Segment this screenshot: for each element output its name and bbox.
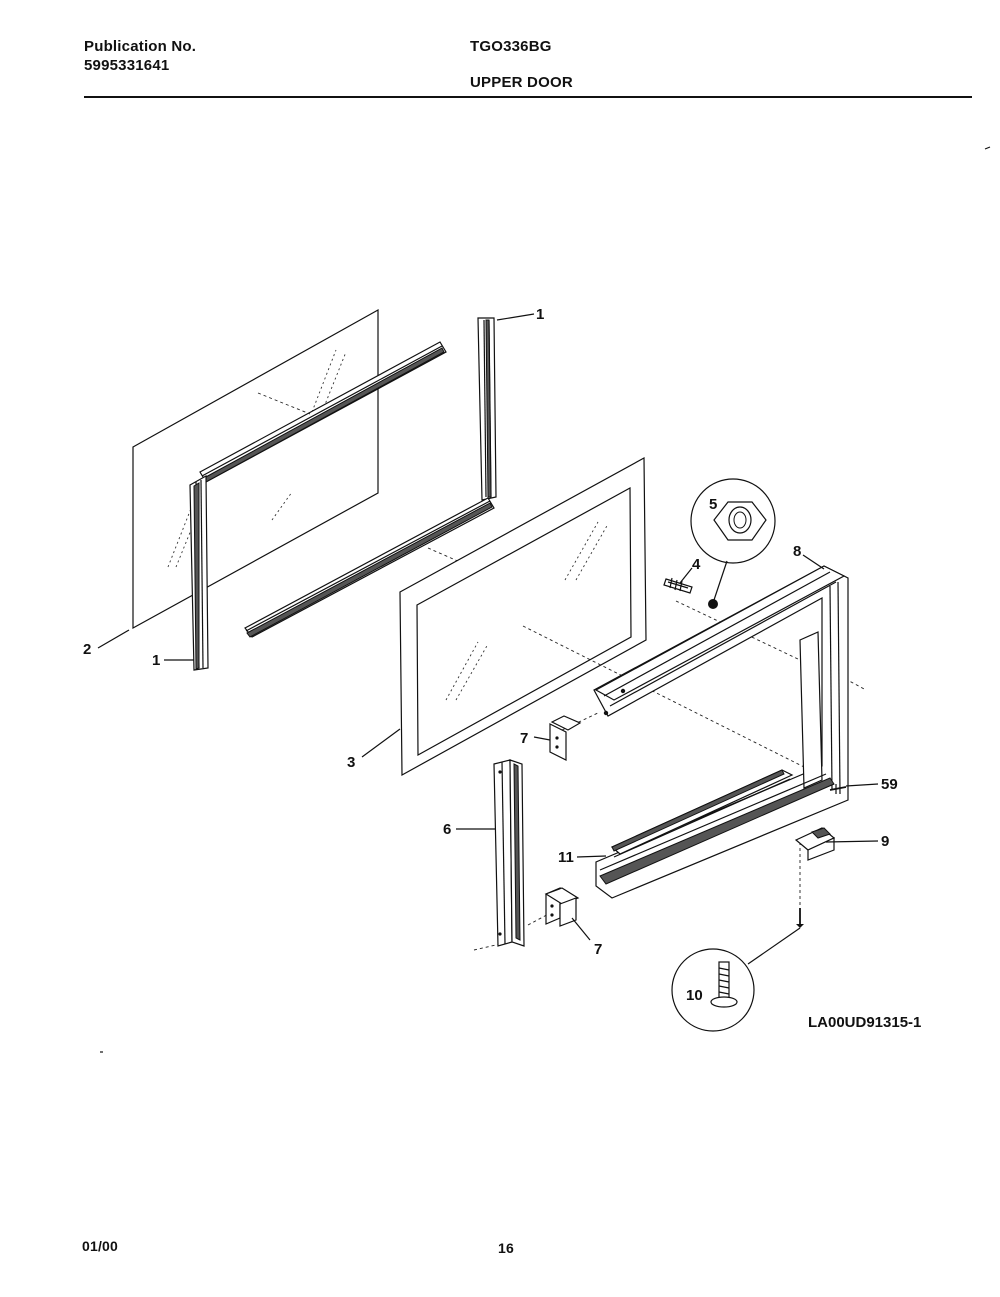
callout-7-upper: 7 xyxy=(520,730,528,747)
bracket-upper xyxy=(549,715,582,761)
glass-channel-left xyxy=(189,474,209,671)
screw-59 xyxy=(829,784,847,794)
callout-10: 10 xyxy=(686,987,703,1004)
callout-4: 4 xyxy=(692,556,701,573)
bolt-detail-callout xyxy=(671,927,801,1032)
alignment-line-center xyxy=(522,625,821,776)
bracket-lower xyxy=(544,887,580,927)
model-number: TGO336BG xyxy=(470,38,552,55)
callout-59: 59 xyxy=(881,776,898,793)
screw xyxy=(663,577,693,594)
leader-lines xyxy=(97,313,879,941)
alignment-line-right xyxy=(839,675,867,691)
drawing-code: LA00UD91315-1 xyxy=(808,1014,921,1031)
callout-3: 3 xyxy=(347,754,355,771)
glass-channel-bottom xyxy=(244,497,495,638)
callout-1-left: 1 xyxy=(152,652,160,669)
inner-window-assembly xyxy=(399,456,647,777)
clip xyxy=(794,827,836,861)
stray-mark xyxy=(984,146,991,150)
glass-channel-right xyxy=(477,317,497,501)
callout-6: 6 xyxy=(443,821,451,838)
callout-11: 11 xyxy=(558,849,574,866)
screw-bottom xyxy=(796,908,804,928)
alignment-line-window xyxy=(427,547,461,563)
footer-date: 01/00 xyxy=(82,1238,119,1254)
callout-7-lower: 7 xyxy=(594,941,602,958)
door-frame xyxy=(593,565,849,899)
callout-9: 9 xyxy=(881,833,889,850)
bottom-strip xyxy=(610,769,794,858)
section-title: UPPER DOOR xyxy=(470,74,573,91)
page-number: 16 xyxy=(498,1240,514,1256)
header-rule xyxy=(84,96,972,98)
callout-5: 5 xyxy=(709,496,717,513)
alignment-line-lower xyxy=(473,943,501,951)
side-channel xyxy=(493,759,525,947)
publication-label: Publication No. xyxy=(84,38,197,55)
nut-detail-callout xyxy=(690,478,776,601)
callout-8: 8 xyxy=(793,543,801,560)
callout-2: 2 xyxy=(83,641,91,658)
nut-dot xyxy=(708,599,718,609)
callout-1-top: 1 xyxy=(536,306,544,323)
publication-number: 5995331641 xyxy=(84,57,170,74)
